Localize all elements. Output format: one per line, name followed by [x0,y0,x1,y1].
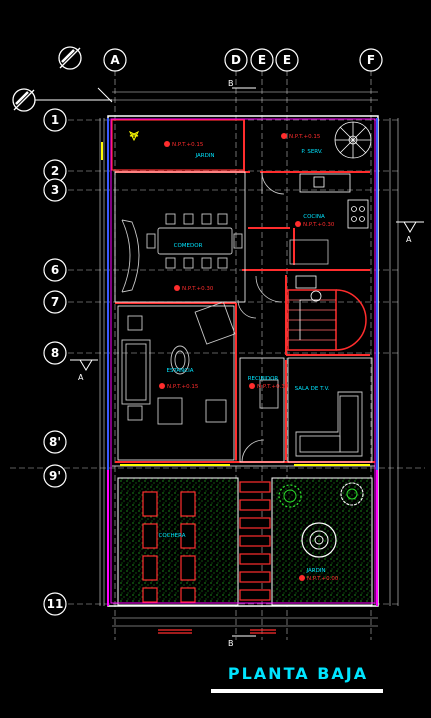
spiral-staircase [334,121,372,159]
tv-room-furniture [259,379,363,457]
section-label-a-left: A [78,373,84,382]
north-arrow-icon [12,46,82,112]
room-jardin-top: JARDIN [194,153,214,159]
room-sala-tv: SALA DE T.V. [295,386,330,392]
garden-cochera-area [117,477,239,606]
level-markers [159,133,305,581]
kitchen-fixtures [289,173,369,302]
section-cut-markers [35,87,424,637]
main-staircase [287,289,367,351]
level-labels: N.P.T.+0.15 N.P.T.+0.15 N.P.T.+0.30 N.P.… [167,134,339,582]
drawing-title: PLANTA BAJA [227,664,369,683]
grid-row-11: 11 [47,597,64,611]
title-underline [211,689,383,693]
level-comedor: N.P.T.+0.30 [182,286,214,292]
room-patio-servicio: P. SERV. [301,149,322,155]
grid-col-f: F [367,53,375,67]
grid-col-d: D [231,53,241,67]
grid-row-3: 3 [51,183,59,197]
column-axis-bubbles [103,48,383,72]
grid-row-2: 2 [51,164,59,178]
bottom-hatch-markers [158,629,276,634]
door-swings [237,171,285,463]
room-comedor: COMEDOR [174,243,203,249]
room-recibidor: RECIBIDOR [248,376,279,382]
section-label-a-right: A [406,235,412,244]
grid-col-e2: E [283,53,291,67]
row-axis-labels: 1 2 3 6 7 8 8' 9' 11 [47,113,64,611]
level-jardin-top: N.P.T.+0.15 [172,142,204,148]
level-jardin-bottom: N.P.T.+0.00 [307,576,339,582]
dimension-lines [99,91,399,627]
grid-row-1: 1 [51,113,59,127]
garden-jardin-area [271,477,373,606]
dining-table [121,213,243,293]
level-cocina: N.P.T.+0.30 [303,222,335,228]
grid-col-a: A [110,53,120,67]
grid-row-9p: 9' [49,469,61,483]
window-strips [101,142,370,466]
garden-fountain [301,522,337,558]
grid-row-8p: 8' [49,435,61,449]
living-room-furniture [121,301,236,425]
level-estancia: N.P.T.+0.15 [167,384,199,390]
level-patio-servicio: N.P.T.+0.15 [289,134,321,140]
room-cocina: COCINA [303,214,325,220]
room-labels: JARDIN P. SERV. COMEDOR COCINA ESTANCIA … [159,149,330,574]
grid-col-e1: E [258,53,266,67]
grid-row-6: 6 [51,263,59,277]
section-labels: A A B B [78,79,412,648]
garden-plants [128,130,364,508]
section-label-b-bottom: B [228,639,234,648]
level-recibidor: N.P.T.+0.30 [257,384,289,390]
room-cochera: COCHERA [159,533,186,539]
exterior-walls [107,115,379,607]
room-estancia: ESTANCIA [166,368,193,374]
row-axis-bubbles [43,108,67,616]
grid-row-7: 7 [51,295,59,309]
column-axis-labels: A D E E F [110,53,375,67]
grid-row-8: 8 [51,346,59,360]
room-jardin-bottom: JARDIN [305,568,325,574]
section-label-b-top: B [228,79,234,88]
driveway-pavers [142,481,271,603]
